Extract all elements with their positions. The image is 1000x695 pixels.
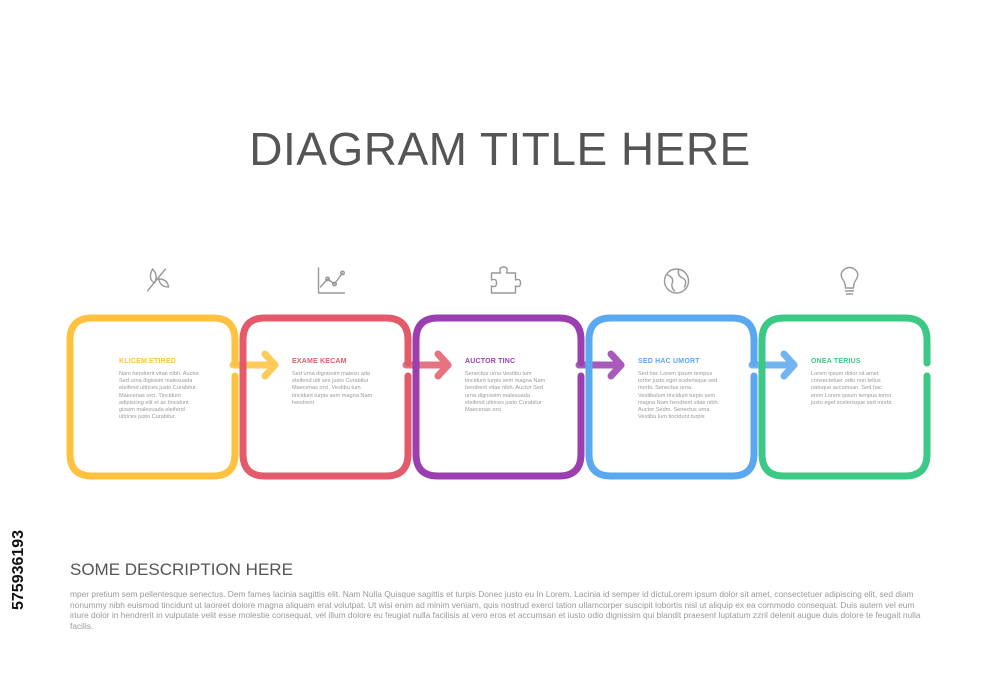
chart-icon: [317, 267, 346, 294]
step-heading: KLICEM ETIRED: [119, 358, 177, 365]
step-outline: [585, 314, 758, 480]
step-outline: [412, 314, 585, 480]
step-body: Sed urna dignissim malesu ada eleifend u…: [292, 371, 373, 406]
step-heading: SED HAC UMORT: [638, 358, 700, 365]
globe-icon: [663, 268, 690, 294]
step-outline: [66, 314, 239, 480]
description-heading: SOME DESCRIPTION HERE: [70, 560, 293, 579]
step-outline: [239, 314, 412, 480]
step-body: Lorem ipsum dolor sit amet consectetuer …: [811, 371, 893, 406]
connector-arrow: [229, 350, 279, 380]
connector-arrow: [748, 350, 798, 380]
lightbulb-icon: [840, 266, 859, 295]
step-heading: EXAME KECAM: [292, 358, 347, 365]
connector-arrow: [575, 350, 625, 380]
step-box-5: [758, 314, 931, 480]
step-body: Senectus urna Vestibu lum tincidunt turp…: [465, 371, 546, 414]
step-heading: ONEA TERIUS: [811, 358, 861, 365]
step-body: Nam hendrerit vitae nibh. Auctor Sed urn…: [119, 371, 199, 421]
leaf-icon: [146, 268, 170, 292]
puzzle-icon: [490, 266, 522, 294]
step-heading: AUCTOR TINC: [465, 358, 516, 365]
stock-id: 575936193: [10, 529, 27, 610]
step-outline: [758, 314, 931, 480]
connector-arrow: [402, 350, 452, 380]
diagram-title: DIAGRAM TITLE HERE: [249, 123, 751, 175]
step-body: Sed hac Lorem ipsum tempus tortor justo …: [638, 371, 720, 421]
description-body: mper pretium sem pellentesque senectus. …: [70, 589, 921, 631]
